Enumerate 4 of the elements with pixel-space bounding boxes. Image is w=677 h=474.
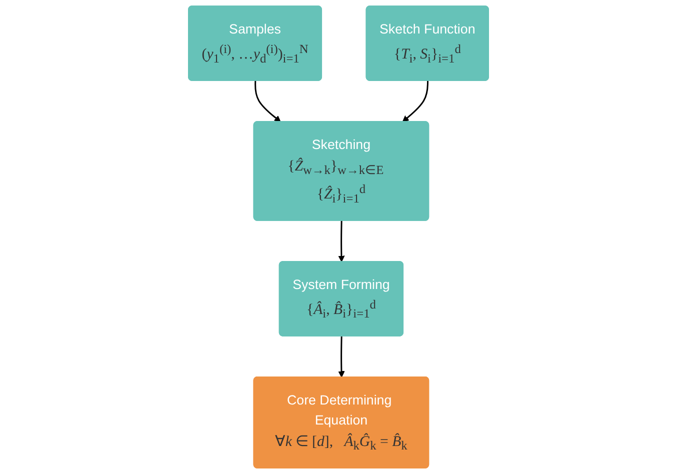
arrow bbox=[338, 336, 345, 378]
arrow bbox=[338, 220, 345, 262]
arrow bbox=[254, 80, 281, 122]
arrow bbox=[402, 80, 428, 122]
